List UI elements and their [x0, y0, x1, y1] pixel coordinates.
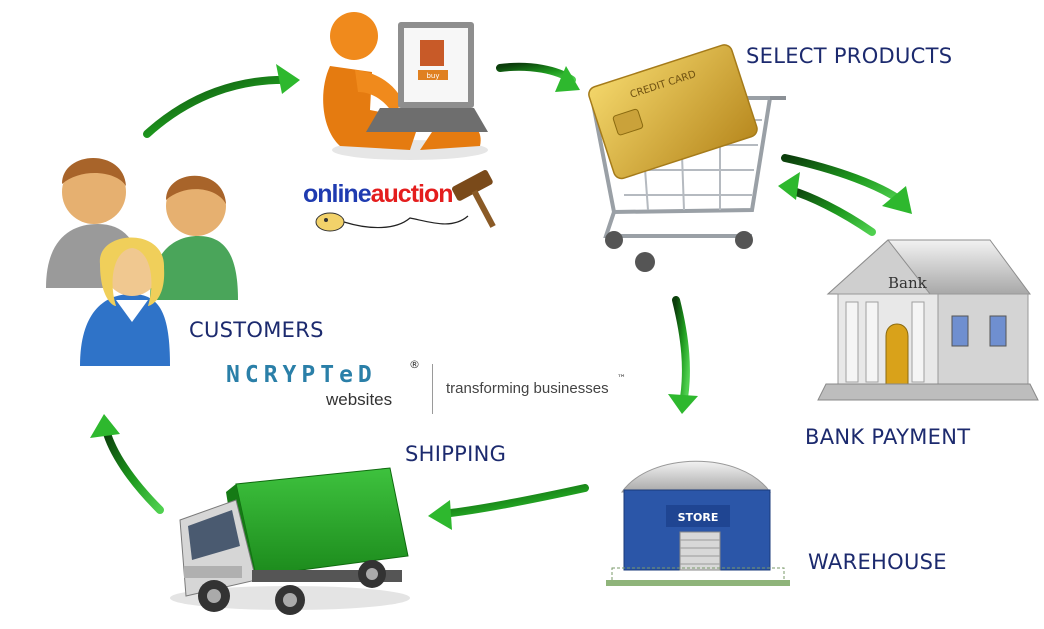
person-at-laptop-icon: buy	[323, 12, 488, 160]
label-warehouse: WAREHOUSE	[808, 550, 947, 574]
customers-group-icon	[46, 158, 238, 366]
online-auction-wordmark: onlineauction	[303, 180, 454, 209]
registered-mark: ®	[409, 358, 420, 371]
label-customers: CUSTOMERS	[189, 318, 324, 342]
ncrypted-websites-text: websites	[326, 390, 393, 409]
arrow-shipping-to-customers	[90, 414, 164, 514]
arrow-auction-to-select-products	[496, 62, 580, 92]
label-bank-payment: BANK PAYMENT	[805, 425, 971, 449]
auction-logo-online: online	[303, 180, 372, 208]
store-warehouse-icon: STORE	[606, 460, 790, 586]
online-auction-graphic	[315, 170, 496, 232]
ncrypted-branding: NCRYPTeD ® websites transforming busines…	[226, 358, 636, 418]
online-auction-logo: onlineauction	[303, 174, 513, 234]
trademark-mark: ™	[617, 374, 626, 384]
auction-logo-auction: auction	[370, 180, 454, 208]
store-sign: STORE	[678, 511, 719, 524]
laptop-screen-text: buy	[426, 72, 439, 80]
label-select-products: SELECT PRODUCTS	[746, 44, 953, 68]
shopping-cart-credit-card-icon: CREDIT CARD	[588, 44, 786, 272]
bank-sign: Bank	[888, 274, 928, 292]
arrow-bank-to-select-products	[778, 172, 876, 236]
arrow-select-products-to-warehouse	[668, 296, 698, 414]
branding-tagline: transforming businesses	[446, 380, 609, 397]
arrow-customers-to-auction	[143, 64, 300, 138]
label-shipping: SHIPPING	[405, 442, 507, 466]
delivery-truck-icon	[170, 467, 410, 615]
branding-divider	[432, 364, 433, 414]
arrow-warehouse-to-shipping	[428, 484, 589, 530]
arrow-select-products-to-bank	[781, 154, 912, 214]
bank-building-icon: Bank	[817, 239, 1039, 401]
ncrypted-logo-mark: NCRYPTeD	[226, 362, 377, 388]
